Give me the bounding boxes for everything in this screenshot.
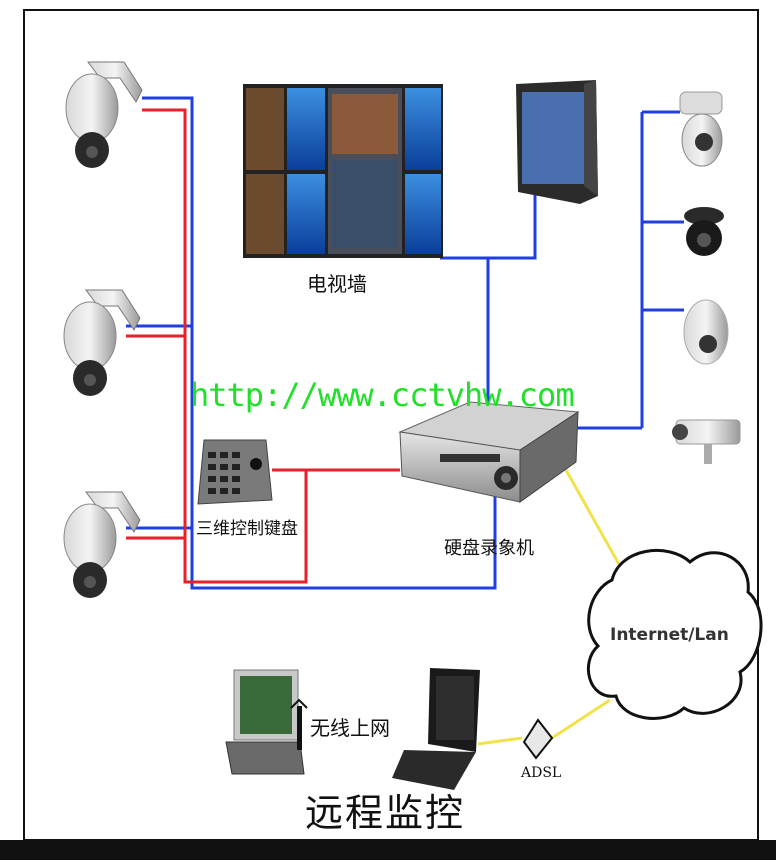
ptz-dome-camera-icon — [65, 61, 143, 168]
cables-red — [126, 108, 400, 584]
remote-monitoring-label: 远程监控 — [305, 791, 466, 835]
dome-camera-icon — [683, 299, 729, 365]
wireless-label: 无线上网 — [310, 716, 390, 740]
cloud-icon — [586, 548, 763, 720]
dvr-label: 硬盘录象机 — [444, 538, 534, 559]
ptz-dome-camera-icon — [63, 491, 141, 598]
control-keyboard-icon — [197, 439, 273, 505]
adsl-modem-icon — [522, 718, 554, 760]
dvr-icon — [398, 401, 580, 503]
internet-lan-label: Internet/Lan — [610, 625, 729, 645]
dome-camera-icon — [679, 91, 723, 167]
laptop-icon — [392, 668, 480, 790]
frame-bottom-bar — [0, 840, 776, 860]
watermark-url: http://www.cctvhw.com — [190, 376, 575, 414]
tv-wall-label: 电视墙 — [307, 272, 367, 296]
laptop-icon — [225, 669, 305, 775]
cables-yellow — [477, 469, 627, 746]
adsl-label: ADSL — [521, 765, 562, 781]
dome-camera-icon — [684, 207, 724, 256]
ptz-dome-camera-icon — [63, 289, 141, 396]
bullet-camera-icon — [672, 419, 741, 464]
cables-blue — [126, 96, 684, 590]
antenna-icon — [290, 698, 308, 750]
tv-wall-icon — [243, 84, 443, 258]
keyboard-label: 三维控制键盘 — [196, 519, 298, 539]
crt-monitor-icon — [516, 80, 598, 204]
